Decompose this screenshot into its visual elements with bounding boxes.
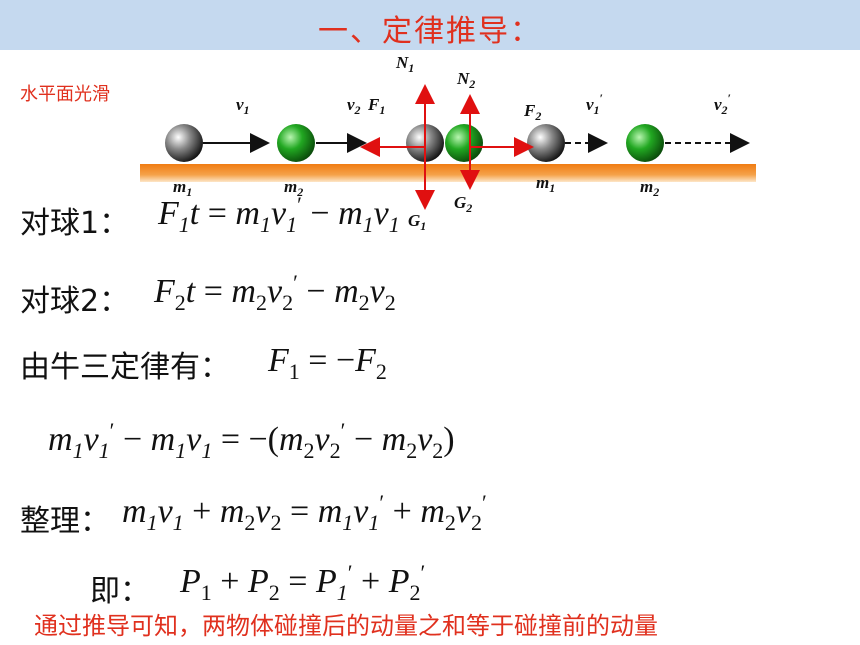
label-n2: N2 <box>456 69 475 91</box>
ball-m2-collision <box>445 124 483 162</box>
slide-title: 一、定律推导： <box>318 14 542 49</box>
row-tidy-label: 整理： <box>20 504 110 539</box>
row-ball1-label: 对球1： <box>20 206 130 241</box>
label-v1: v1 <box>236 95 250 117</box>
label-m2-before: m2 <box>284 177 303 199</box>
row-ball2-label: 对球2： <box>20 284 130 319</box>
row-newton-label: 由牛三定律有： <box>20 350 230 385</box>
label-g1: G1 <box>408 211 426 233</box>
equation-momentum: P1 + P2 = P1′ + P2′ <box>180 560 426 605</box>
label-v2: v2 <box>347 95 361 117</box>
scene-label: 水平面光滑 <box>20 84 110 105</box>
ball-m1-before <box>165 124 203 162</box>
conclusion-text: 通过推导可知，两物体碰撞后的动量之和等于碰撞前的动量 <box>34 612 658 640</box>
label-v1-prime: v1′ <box>586 91 603 117</box>
equation-ball1: F1t = m1v1′ − m1v1 <box>158 192 400 237</box>
equation-ball2: F2t = m2v2′ − m2v2 <box>154 270 396 315</box>
equation-newton: F1 = −F2 <box>268 342 387 384</box>
label-m1-before: m1 <box>173 177 192 199</box>
label-g2: G2 <box>454 193 472 215</box>
label-f1: F1 <box>367 95 385 117</box>
equation-tidy: m1v1 + m2v2 = m1v1′ + m2v2′ <box>122 490 487 535</box>
row-ie-label: 即： <box>90 574 150 609</box>
ball-m1-after <box>527 124 565 162</box>
label-f2: F2 <box>523 101 541 123</box>
label-m2-after: m2 <box>640 177 659 199</box>
smooth-surface <box>140 164 756 182</box>
title-bar <box>0 0 860 50</box>
label-v2-prime: v2′ <box>714 91 731 117</box>
equation-combined: m1v1′ − m1v1 = −(m2v2′ − m2v2) <box>48 418 455 463</box>
label-m1-after: m1 <box>536 173 555 195</box>
label-n1: N1 <box>395 53 414 75</box>
ball-m2-after <box>626 124 664 162</box>
ball-m2-before <box>277 124 315 162</box>
